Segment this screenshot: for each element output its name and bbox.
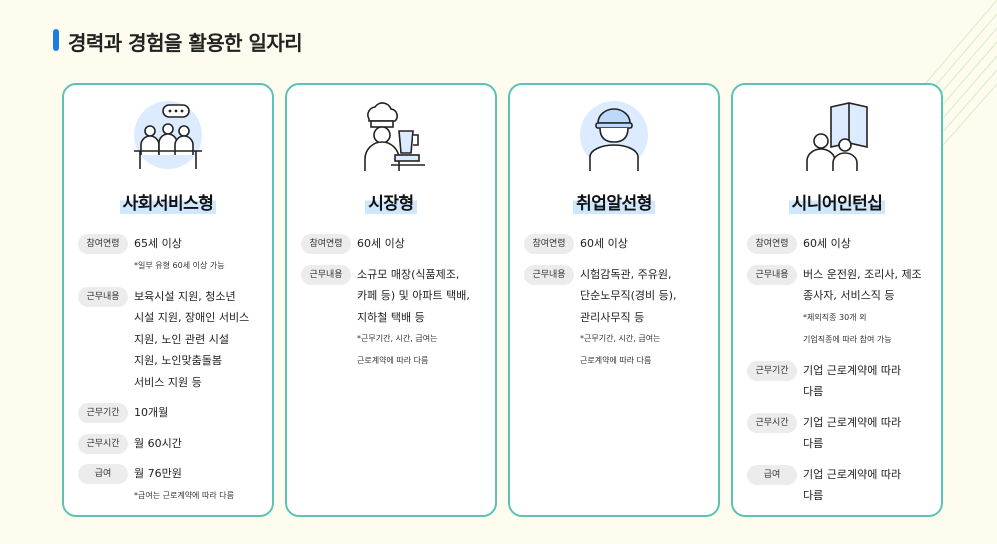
- label-badge: 참여연령: [78, 234, 128, 254]
- label-badge: 근무내용: [524, 264, 574, 285]
- label-badge: 참여연령: [524, 234, 574, 254]
- label-badge: 근무내용: [301, 264, 351, 285]
- row-line: 서비스 지원 등: [134, 375, 202, 389]
- label-badge: 급여: [747, 464, 797, 485]
- row-line: 시험감독관, 주유원,: [580, 267, 672, 281]
- row-value: 월 60시간: [134, 436, 182, 450]
- row-salary: 급여 월 76만원 *급여는 근로계약에 따라 다름: [78, 463, 264, 507]
- row-line: 지원, 노인 관련 시설: [134, 332, 229, 346]
- row-line: 지원, 노인맞춤돌봄: [134, 354, 222, 367]
- card-job-placement: 취업알선형 참여연령 60세 이상 근무내용 시험감독관, 주유원, 단순노무직…: [508, 83, 720, 517]
- row-content: 근무내용 소규모 매장(식품제조, 카페 등) 및 아파트 택배, 지하철 택배…: [301, 264, 487, 373]
- label-badge: 급여: [78, 464, 128, 484]
- mentoring-book-icon: [806, 102, 868, 171]
- row-hours: 근무시간 월 60시간: [78, 433, 264, 455]
- label-badge: 근무내용: [747, 264, 797, 285]
- row-age: 참여연령 60세 이상: [301, 233, 487, 255]
- row-line: 버스 운전원, 조리사, 제조: [803, 267, 922, 281]
- row-age: 참여연령 65세 이상 *일부 유형 60세 이상 가능: [78, 233, 264, 277]
- row-line: 기업 근로계약에 따라: [803, 363, 902, 377]
- card-title: 시니어인턴십: [788, 189, 886, 214]
- row-content: 근무내용 보육시설 지원, 청소년 시설 지원, 장애인 서비스 지원, 노인 …: [78, 286, 264, 394]
- row-value: 60세 이상: [357, 237, 405, 250]
- row-value: 10개월: [134, 406, 169, 419]
- label-badge: 근무시간: [78, 433, 128, 454]
- card-title: 사회서비스형: [119, 189, 217, 214]
- row-note: *일부 유형 60세 이상 가능: [134, 260, 225, 270]
- row-value: 65세 이상: [134, 237, 182, 250]
- row-content: 근무내용 버스 운전원, 조리사, 제조 종사자, 서비스직 등 *제외직종 3…: [747, 264, 933, 351]
- row-hours: 근무시간 기업 근로계약에 따라 다름: [747, 412, 933, 455]
- row-salary: 급여 기업 근로계약에 따라 다름: [747, 464, 933, 507]
- title-accent-bar: [53, 29, 59, 51]
- row-age: 참여연령 60세 이상: [747, 233, 933, 255]
- row-age: 참여연령 60세 이상: [524, 233, 710, 255]
- label-badge: 근무기간: [747, 360, 797, 381]
- card-social-service: 사회서비스형 참여연령 65세 이상 *일부 유형 60세 이상 가능 근무내용 …: [62, 83, 274, 517]
- row-line: 다름: [803, 385, 824, 398]
- row-note: *근무기간, 시간, 급여는: [580, 334, 661, 343]
- row-period: 근무기간 10개월: [78, 402, 264, 424]
- row-note: *제외직종 30개 외: [803, 312, 867, 322]
- row-line: 소규모 매장(식품제조,: [357, 267, 460, 281]
- label-badge: 근무내용: [78, 286, 128, 307]
- row-line: 단순노무직(경비 등),: [580, 289, 677, 302]
- card-market: 시장형 참여연령 60세 이상 근무내용 소규모 매장(식품제조, 카페 등) …: [285, 83, 497, 517]
- row-note: 근로계약에 따라 다름: [357, 356, 429, 365]
- chef-icon: [364, 102, 425, 171]
- label-badge: 근무시간: [747, 412, 797, 433]
- people-meeting-icon: [134, 101, 202, 169]
- row-line: 보육시설 지원, 청소년: [134, 289, 236, 303]
- worker-icon: [580, 101, 648, 171]
- label-badge: 참여연령: [747, 234, 797, 254]
- row-value: 60세 이상: [580, 237, 628, 250]
- row-note: *급여는 근로계약에 따라 다름: [134, 490, 234, 500]
- card-title: 취업알선형: [573, 189, 655, 214]
- label-badge: 근무기간: [78, 403, 128, 423]
- row-period: 근무기간 기업 근로계약에 따라 다름: [747, 360, 933, 403]
- row-line: 관리사무직 등: [580, 310, 645, 324]
- row-note: 기업직종에 따라 참여 가능: [803, 334, 892, 344]
- card-senior-internship: 시니어인턴십 참여연령 60세 이상 근무내용 버스 운전원, 조리사, 제조 …: [731, 83, 943, 517]
- row-note: *근무기간, 시간, 급여는: [357, 334, 438, 343]
- row-value: 월 76만원: [134, 467, 182, 480]
- row-line: 종사자, 서비스직 등: [803, 289, 895, 302]
- row-line: 시설 지원, 장애인 서비스: [134, 311, 250, 324]
- row-line: 기업 근로계약에 따라: [803, 467, 902, 481]
- row-value: 60세 이상: [803, 237, 851, 250]
- page-title: 경력과 경험을 활용한 일자리: [68, 31, 303, 55]
- row-line: 카페 등) 및 아파트 택배,: [357, 289, 470, 302]
- row-line: 다름: [803, 437, 824, 450]
- row-line: 다름: [803, 489, 824, 502]
- label-badge: 참여연령: [301, 234, 351, 254]
- row-line: 기업 근로계약에 따라: [803, 415, 902, 429]
- row-line: 지하철 택배 등: [357, 310, 425, 324]
- row-note: 근로계약에 따라 다름: [580, 356, 652, 365]
- row-content: 근무내용 시험감독관, 주유원, 단순노무직(경비 등), 관리사무직 등 *근…: [524, 264, 710, 373]
- card-title: 시장형: [365, 189, 417, 214]
